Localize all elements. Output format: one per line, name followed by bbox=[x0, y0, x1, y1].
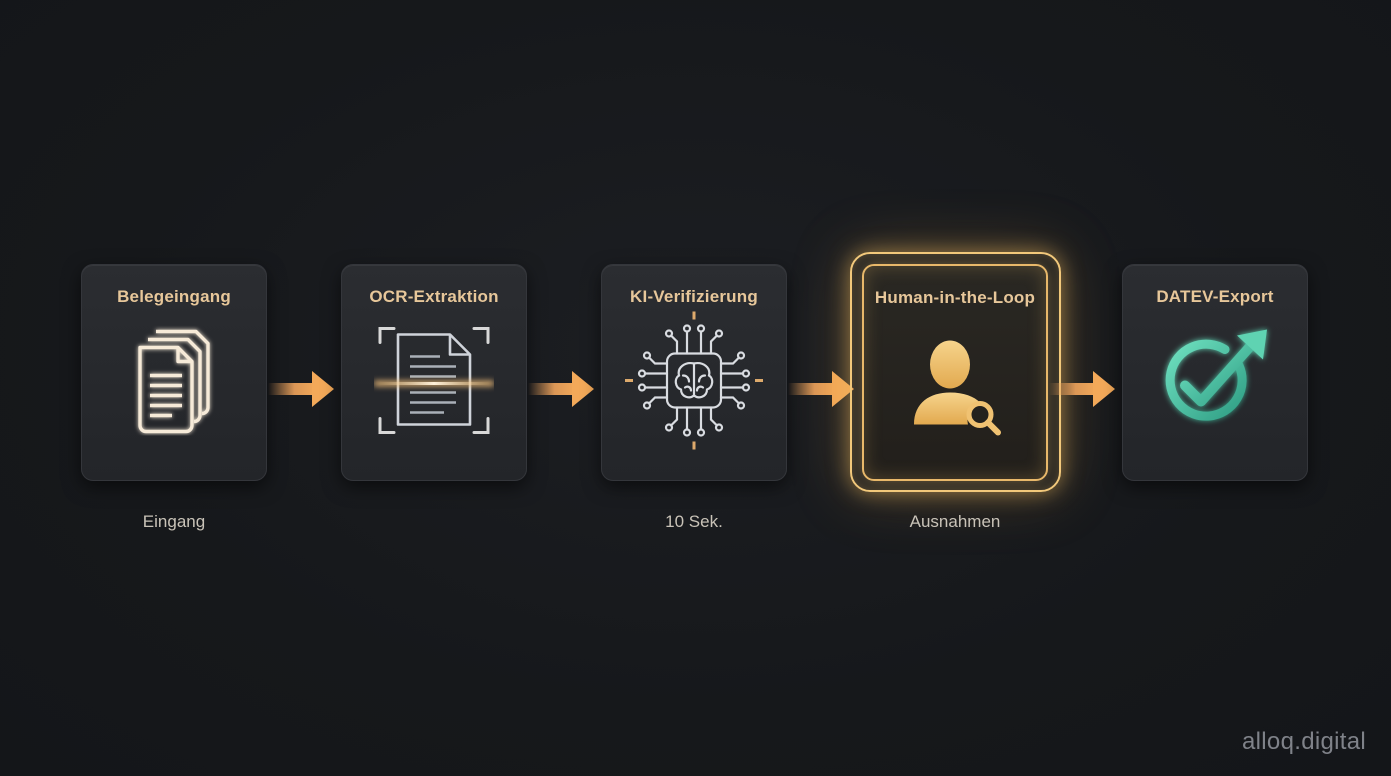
highlight-frame bbox=[850, 252, 1061, 492]
arrow-right-icon bbox=[528, 369, 598, 414]
arrow-right-icon bbox=[268, 369, 338, 414]
document-scan-icon bbox=[374, 321, 494, 446]
person-magnifier-icon bbox=[900, 327, 1010, 442]
step-title: Human-in-the-Loop bbox=[874, 288, 1036, 307]
step-card-ocr-extraktion: OCR-Extraktion bbox=[341, 264, 527, 481]
step-caption: 10 Sek. bbox=[665, 512, 723, 531]
step-card-ki-verifizierung: KI-Verifizierung bbox=[601, 264, 787, 481]
ai-brain-chip-icon bbox=[619, 306, 769, 461]
step-title: OCR-Extraktion bbox=[369, 287, 499, 306]
step-title: KI-Verifizierung bbox=[630, 287, 758, 306]
step-title: DATEV-Export bbox=[1156, 287, 1274, 306]
arrow-right-icon bbox=[788, 369, 858, 414]
brand-logo-text: alloq.digital bbox=[1242, 728, 1366, 755]
step-title: Belegeingang bbox=[117, 287, 231, 306]
step-card-datev-export: DATEV-Export bbox=[1122, 264, 1308, 481]
step-card-belegeingang: Belegeingang bbox=[81, 264, 267, 481]
step-caption: Eingang bbox=[142, 512, 206, 531]
arrow-right-icon bbox=[1049, 369, 1119, 414]
step-caption: Ausnahmen bbox=[909, 512, 1001, 531]
check-export-icon bbox=[1155, 326, 1275, 441]
step-card-human-in-the-loop: Human-in-the-Loop bbox=[862, 264, 1048, 481]
documents-icon bbox=[126, 326, 222, 441]
